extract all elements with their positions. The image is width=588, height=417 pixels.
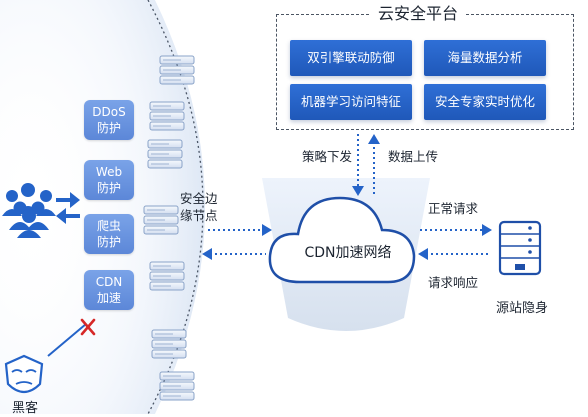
origin-hidden-label: 源站隐身	[496, 301, 549, 316]
platform-title: 云安全平台	[370, 4, 467, 24]
data-up-arrow	[368, 134, 380, 196]
web-protection-line1: Web	[95, 165, 123, 179]
feature-machine-learning: 机器学习访问特征	[290, 84, 412, 120]
hacker-attack-line	[47, 323, 87, 357]
ddos-protection-line1: DDoS	[92, 105, 126, 119]
ddos-protection-line2: 防护	[96, 121, 121, 135]
cdn-network-label: CDN加速网络	[304, 245, 392, 261]
crawler-protection-box: 爬虫 防护	[84, 214, 134, 254]
normal-request-label: 正常请求	[428, 201, 479, 216]
cdn-acceleration-line2: 加速	[96, 291, 121, 305]
users-icon	[2, 183, 56, 238]
feature-big-data: 海量数据分析	[424, 40, 546, 76]
web-protection-line2: 防护	[96, 181, 121, 195]
edge-to-cloud-arrow	[208, 224, 272, 236]
blocked-x-icon	[80, 318, 96, 336]
users-arrows	[56, 192, 80, 224]
edge-server-icons	[143, 55, 195, 401]
crawler-protection-line2: 防护	[96, 235, 121, 249]
edge-label-line2: 缘节点	[180, 208, 218, 223]
origin-server-icon	[498, 220, 542, 276]
policy-down-arrow	[352, 134, 364, 196]
web-protection-box: Web 防护	[84, 160, 134, 200]
feature-dual-engine: 双引擎联动防御	[290, 40, 412, 76]
policy-down-label: 策略下发	[302, 149, 353, 164]
crawler-protection-line1: 爬虫	[96, 219, 121, 233]
normal-request-arrow	[420, 224, 492, 236]
hacker-label: 黑客	[12, 401, 39, 416]
cdn-acceleration-box: CDN 加速	[84, 270, 134, 310]
edge-label-line1: 安全边	[180, 191, 218, 206]
feature-expert-optimization: 安全专家实时优化	[424, 84, 546, 120]
hacker-mask-icon	[4, 354, 44, 394]
data-up-label: 数据上传	[388, 149, 439, 164]
cdn-acceleration-line1: CDN	[95, 275, 123, 289]
request-response-label: 请求响应	[428, 275, 479, 290]
server-icon	[147, 139, 183, 169]
cloud-to-edge-arrow	[202, 248, 266, 260]
request-response-arrow	[418, 248, 488, 260]
cloud-icon	[268, 196, 416, 284]
ddos-protection-box: DDoS 防护	[84, 100, 134, 140]
